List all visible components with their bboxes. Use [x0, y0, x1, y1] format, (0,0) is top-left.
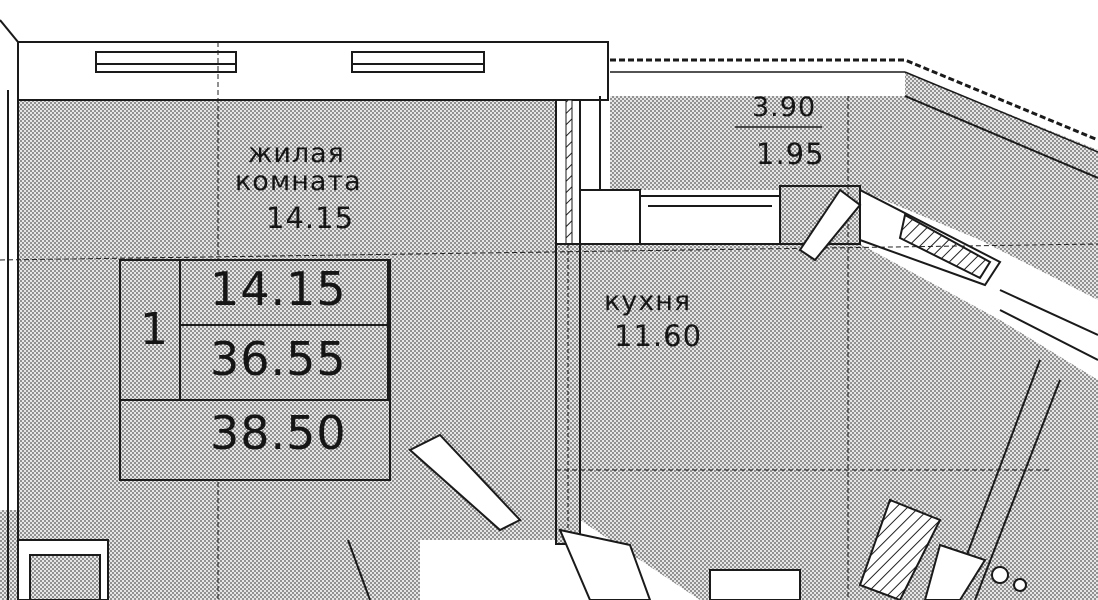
- balcony-area-full: 3.90: [752, 92, 817, 123]
- rooms-count: 1: [140, 304, 169, 355]
- kitchen-area: 11.60: [614, 319, 703, 353]
- grid-lines: [0, 42, 1098, 600]
- balcony-area-reduced: 1.95: [756, 137, 825, 171]
- summary-total-area: 36.55: [210, 332, 347, 386]
- summary-living-area: 14.15: [210, 262, 347, 316]
- door-swings: [408, 188, 862, 600]
- living-room-name-line1: жилая: [248, 138, 345, 169]
- summary-table: [119, 259, 391, 481]
- living-room-area: 14.15: [266, 201, 355, 235]
- kitchen-equipment: [858, 498, 1027, 600]
- summary-total-with-balcony: 38.50: [210, 406, 347, 460]
- partition-wall: [555, 99, 581, 545]
- exterior-walls: [17, 41, 1098, 153]
- left-edge: [0, 19, 19, 600]
- bottom-rooms: [17, 539, 801, 600]
- kitchen-name: кухня: [604, 286, 692, 317]
- living-room-name-line2: комната: [235, 166, 362, 197]
- kitchen: [580, 244, 1098, 600]
